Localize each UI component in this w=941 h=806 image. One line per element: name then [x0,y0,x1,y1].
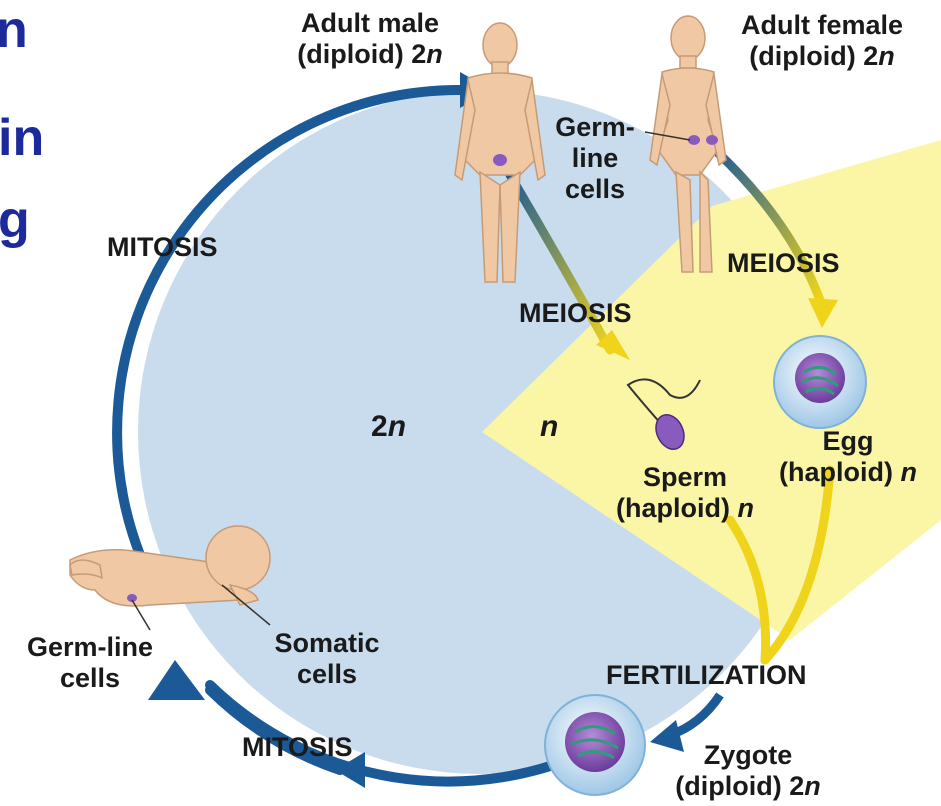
meiosis-female-label: MEIOSIS [727,248,840,279]
female-germline-cells-2 [706,135,718,145]
mitosis-top-label: MITOSIS [107,232,218,263]
somatic-cells-label: Somatic cells [252,628,402,690]
mitosis-bottom-label: MITOSIS [242,732,353,763]
meiosis-male-label: MEIOSIS [519,298,632,329]
germline-cells-label: Germ- line cells [540,112,650,205]
male-germline-cells [493,154,507,166]
haploid-label: n [540,410,558,444]
zygote-label: Zygote (diploid) 2n [648,740,848,802]
title-fragment-2: in [0,108,44,168]
title-fragment-3: g [0,190,30,250]
sperm-label: Sperm (haploid) n [585,462,785,524]
egg-label: Egg (haploid) n [758,426,938,488]
diploid-label: 2n [371,410,406,444]
fertilization-label: FERTILIZATION [606,660,806,691]
zygote-cell [545,695,645,795]
baby-germline-label: Germ-line cells [10,632,170,694]
title-fragment-1: n [0,0,28,60]
adult-female-label: Adult female (diploid) 2n [712,10,932,72]
egg-cell [774,336,866,428]
adult-male-label: Adult male (diploid) 2n [270,8,470,70]
